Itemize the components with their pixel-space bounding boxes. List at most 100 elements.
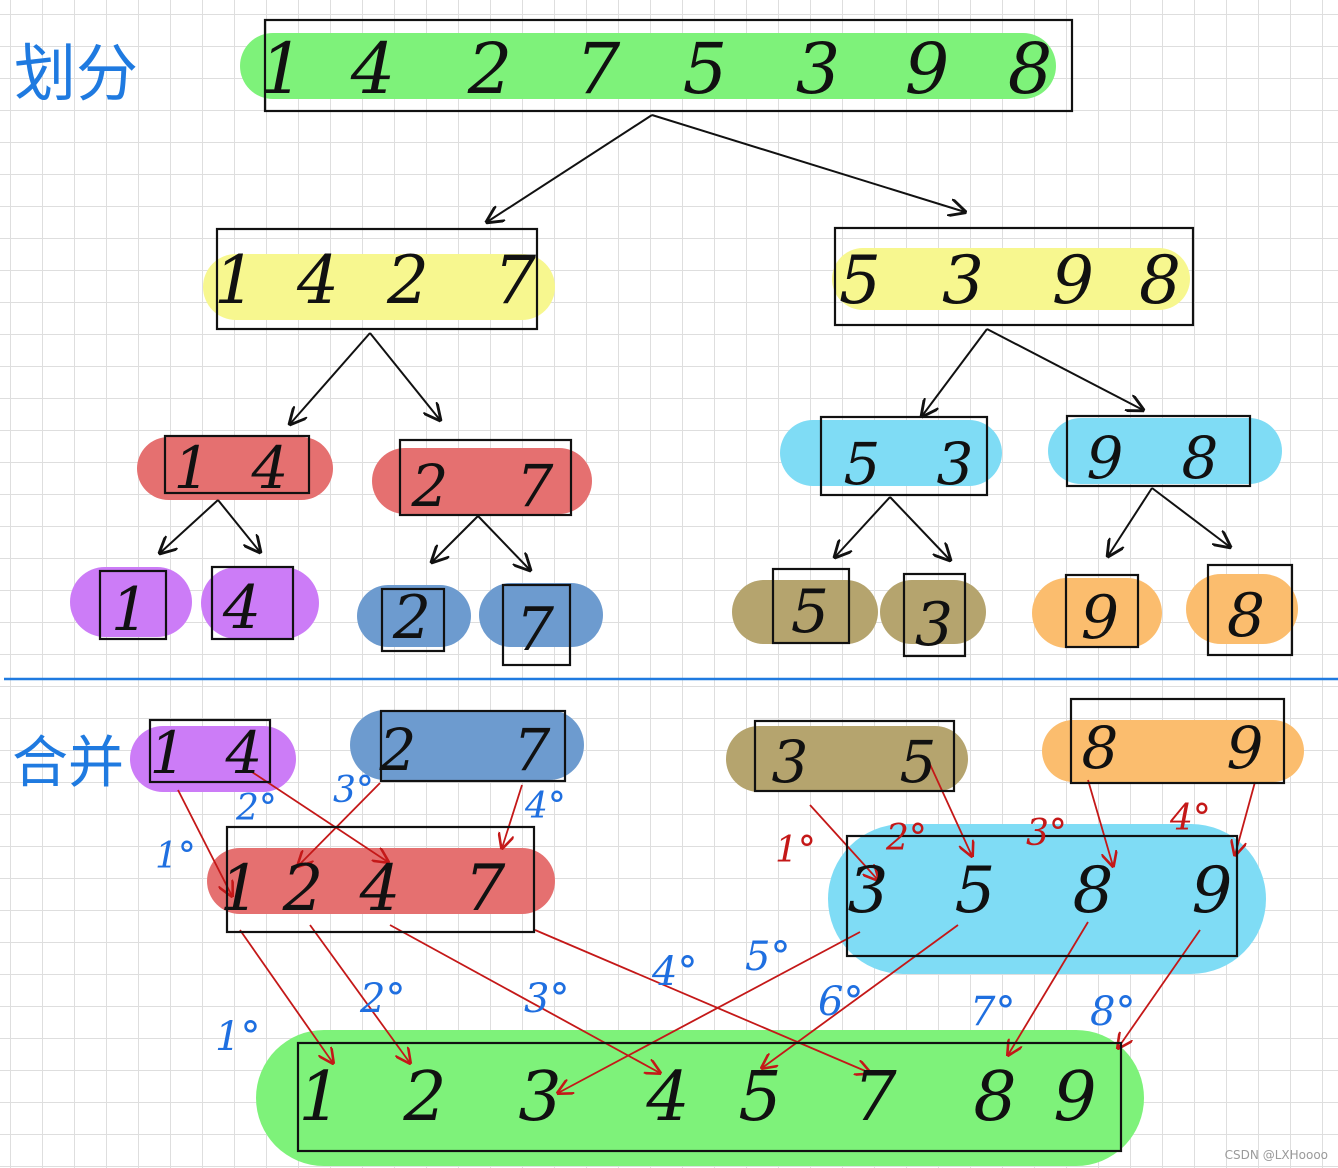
level1-right-digit: 3 bbox=[942, 242, 984, 319]
leaf-box bbox=[771, 567, 851, 645]
merge-input-highlight bbox=[1042, 720, 1304, 782]
level1-right-highlight bbox=[832, 248, 1190, 310]
merge-arrow bbox=[558, 931, 861, 1093]
split-arrow bbox=[1108, 487, 1153, 556]
level2-box bbox=[163, 434, 311, 495]
highlight-layer bbox=[70, 33, 1304, 1166]
split-arrow bbox=[651, 114, 965, 212]
leaf-box bbox=[98, 569, 168, 641]
leaf-digit: 1 bbox=[111, 575, 149, 645]
level2-highlight bbox=[1048, 418, 1282, 484]
split-section-label: 划分 bbox=[14, 37, 138, 110]
merge-input-highlight bbox=[726, 726, 968, 792]
merge-arrow bbox=[389, 924, 660, 1073]
split-arrow bbox=[290, 332, 371, 424]
leaf-digit: 7 bbox=[516, 595, 555, 665]
merge-input-digit: 4 bbox=[225, 719, 263, 787]
merge-arrow bbox=[239, 929, 333, 1063]
root-digit: 7 bbox=[576, 28, 621, 110]
level2-digit: 2 bbox=[411, 452, 449, 520]
merge-left-highlight bbox=[207, 848, 555, 914]
merge-arrow bbox=[298, 782, 381, 866]
split-arrow bbox=[922, 328, 988, 416]
leaf-highlight bbox=[479, 583, 603, 647]
merge-input-highlight bbox=[130, 726, 296, 792]
merge-input-digit: 7 bbox=[514, 716, 551, 784]
order-mark: 7° bbox=[970, 989, 1015, 1035]
merge-input-box bbox=[379, 709, 567, 783]
root-digit: 3 bbox=[796, 28, 841, 110]
merge-arrow bbox=[1008, 921, 1089, 1055]
level1-right-digit: 8 bbox=[1139, 242, 1181, 319]
order-mark: 3° bbox=[524, 976, 569, 1022]
merge-arrow bbox=[534, 929, 870, 1073]
merge-arrow bbox=[1087, 779, 1113, 866]
root-digit: 4 bbox=[350, 28, 396, 110]
level2-box bbox=[398, 438, 573, 517]
order-mark: 2° bbox=[359, 976, 405, 1022]
merge-input-digit: 2 bbox=[379, 716, 417, 784]
level2-digit: 3 bbox=[937, 430, 974, 498]
order-mark: 4° bbox=[1169, 798, 1211, 839]
leaf-box bbox=[501, 583, 572, 667]
final-digit: 2 bbox=[402, 1058, 446, 1137]
level2-digit: 8 bbox=[1182, 424, 1219, 492]
leaf-highlight bbox=[1186, 574, 1298, 644]
merge-right-digit: 5 bbox=[955, 854, 996, 928]
leaf-highlight bbox=[1032, 578, 1162, 648]
final-box bbox=[296, 1041, 1123, 1153]
merge-arrow bbox=[502, 784, 523, 848]
order-mark: 4° bbox=[524, 786, 566, 827]
merge-input-digit: 1 bbox=[150, 719, 187, 787]
merge-left-digit: 4 bbox=[359, 852, 401, 926]
leaf-digit: 2 bbox=[392, 583, 431, 653]
leaf-highlight bbox=[732, 580, 878, 644]
split-arrow bbox=[369, 332, 440, 420]
final-digit: 8 bbox=[973, 1058, 1016, 1137]
split-arrow bbox=[432, 515, 479, 562]
level1-left-digit: 1 bbox=[214, 242, 256, 319]
level1-left-box bbox=[215, 227, 539, 331]
split-arrow bbox=[835, 496, 891, 557]
level2-highlight bbox=[137, 437, 333, 500]
root-digit: 1 bbox=[260, 28, 305, 110]
level1-right-digit: 5 bbox=[839, 242, 881, 319]
order-mark-layer: 1°2°3°4°1°2°3°4°1°2°3°4°5°6°7°8° bbox=[155, 770, 1211, 1060]
leaf-box bbox=[1064, 573, 1140, 649]
box-layer bbox=[98, 18, 1294, 1153]
final-digit: 4 bbox=[645, 1058, 689, 1137]
level2-digit: 5 bbox=[844, 430, 881, 498]
level1-left-digit: 4 bbox=[296, 242, 339, 319]
merge-right-digit: 9 bbox=[1192, 854, 1233, 928]
leaf-box bbox=[210, 565, 295, 641]
final-digit: 9 bbox=[1053, 1058, 1096, 1137]
merge-arrow bbox=[177, 789, 232, 896]
level1-left-digit: 2 bbox=[386, 242, 429, 319]
split-arrow bbox=[217, 499, 260, 552]
order-mark: 3° bbox=[1026, 813, 1067, 854]
level2-digit: 7 bbox=[517, 452, 554, 520]
leaf-digit: 3 bbox=[915, 590, 953, 660]
order-mark: 2° bbox=[235, 788, 277, 829]
merge-left-digit: 7 bbox=[465, 852, 506, 926]
merge-input-box bbox=[1069, 697, 1286, 785]
level1-right-digit: 9 bbox=[1052, 242, 1094, 319]
merge-arrow bbox=[1118, 929, 1201, 1048]
leaf-box bbox=[1206, 563, 1294, 657]
merge-arrow bbox=[1235, 781, 1256, 855]
level1-left-digit: 7 bbox=[494, 242, 536, 319]
level2-box bbox=[1065, 414, 1252, 488]
root-digit: 9 bbox=[905, 28, 950, 110]
split-arrow bbox=[889, 496, 950, 560]
merge-input-digit: 9 bbox=[1227, 714, 1264, 782]
merge-arrow bbox=[927, 759, 972, 856]
root-digit: 8 bbox=[1008, 28, 1053, 110]
level1-right-box bbox=[833, 226, 1195, 327]
merge-left-digit: 2 bbox=[282, 852, 324, 926]
arrow-layer bbox=[160, 114, 1256, 1093]
split-arrow bbox=[1151, 487, 1230, 547]
merge-input-box bbox=[753, 719, 956, 793]
leaf-digit: 4 bbox=[222, 573, 261, 643]
final-digit: 5 bbox=[738, 1058, 781, 1137]
